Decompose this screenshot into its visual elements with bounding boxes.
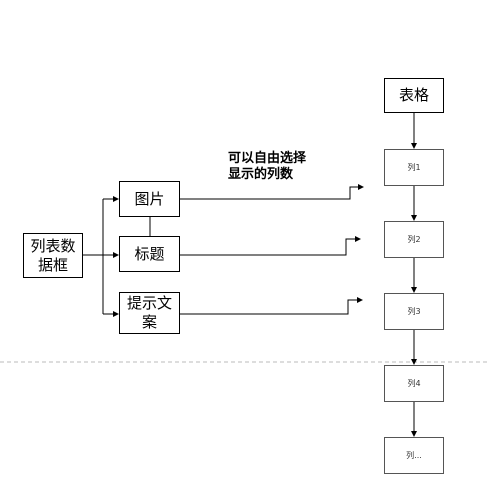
node-hint: 提示文 案: [119, 292, 180, 334]
arrow-title-col2: [180, 236, 361, 256]
node-col2: 列2: [384, 221, 444, 258]
node-col4: 列4: [384, 365, 444, 402]
node-table: 表格: [384, 78, 444, 113]
annotation-text: 可以自由选择 显示的列数: [228, 151, 307, 182]
node-col3: 列3: [384, 293, 444, 330]
arrow-image-col1: [180, 184, 364, 200]
node-col1: 列1: [384, 149, 444, 186]
node-col-more: 列...: [384, 437, 444, 474]
arrow-hint-col3: [180, 297, 363, 315]
node-title: 标题: [119, 236, 180, 272]
node-list-source: 列表数 据框: [23, 233, 83, 278]
node-image: 图片: [119, 181, 180, 217]
